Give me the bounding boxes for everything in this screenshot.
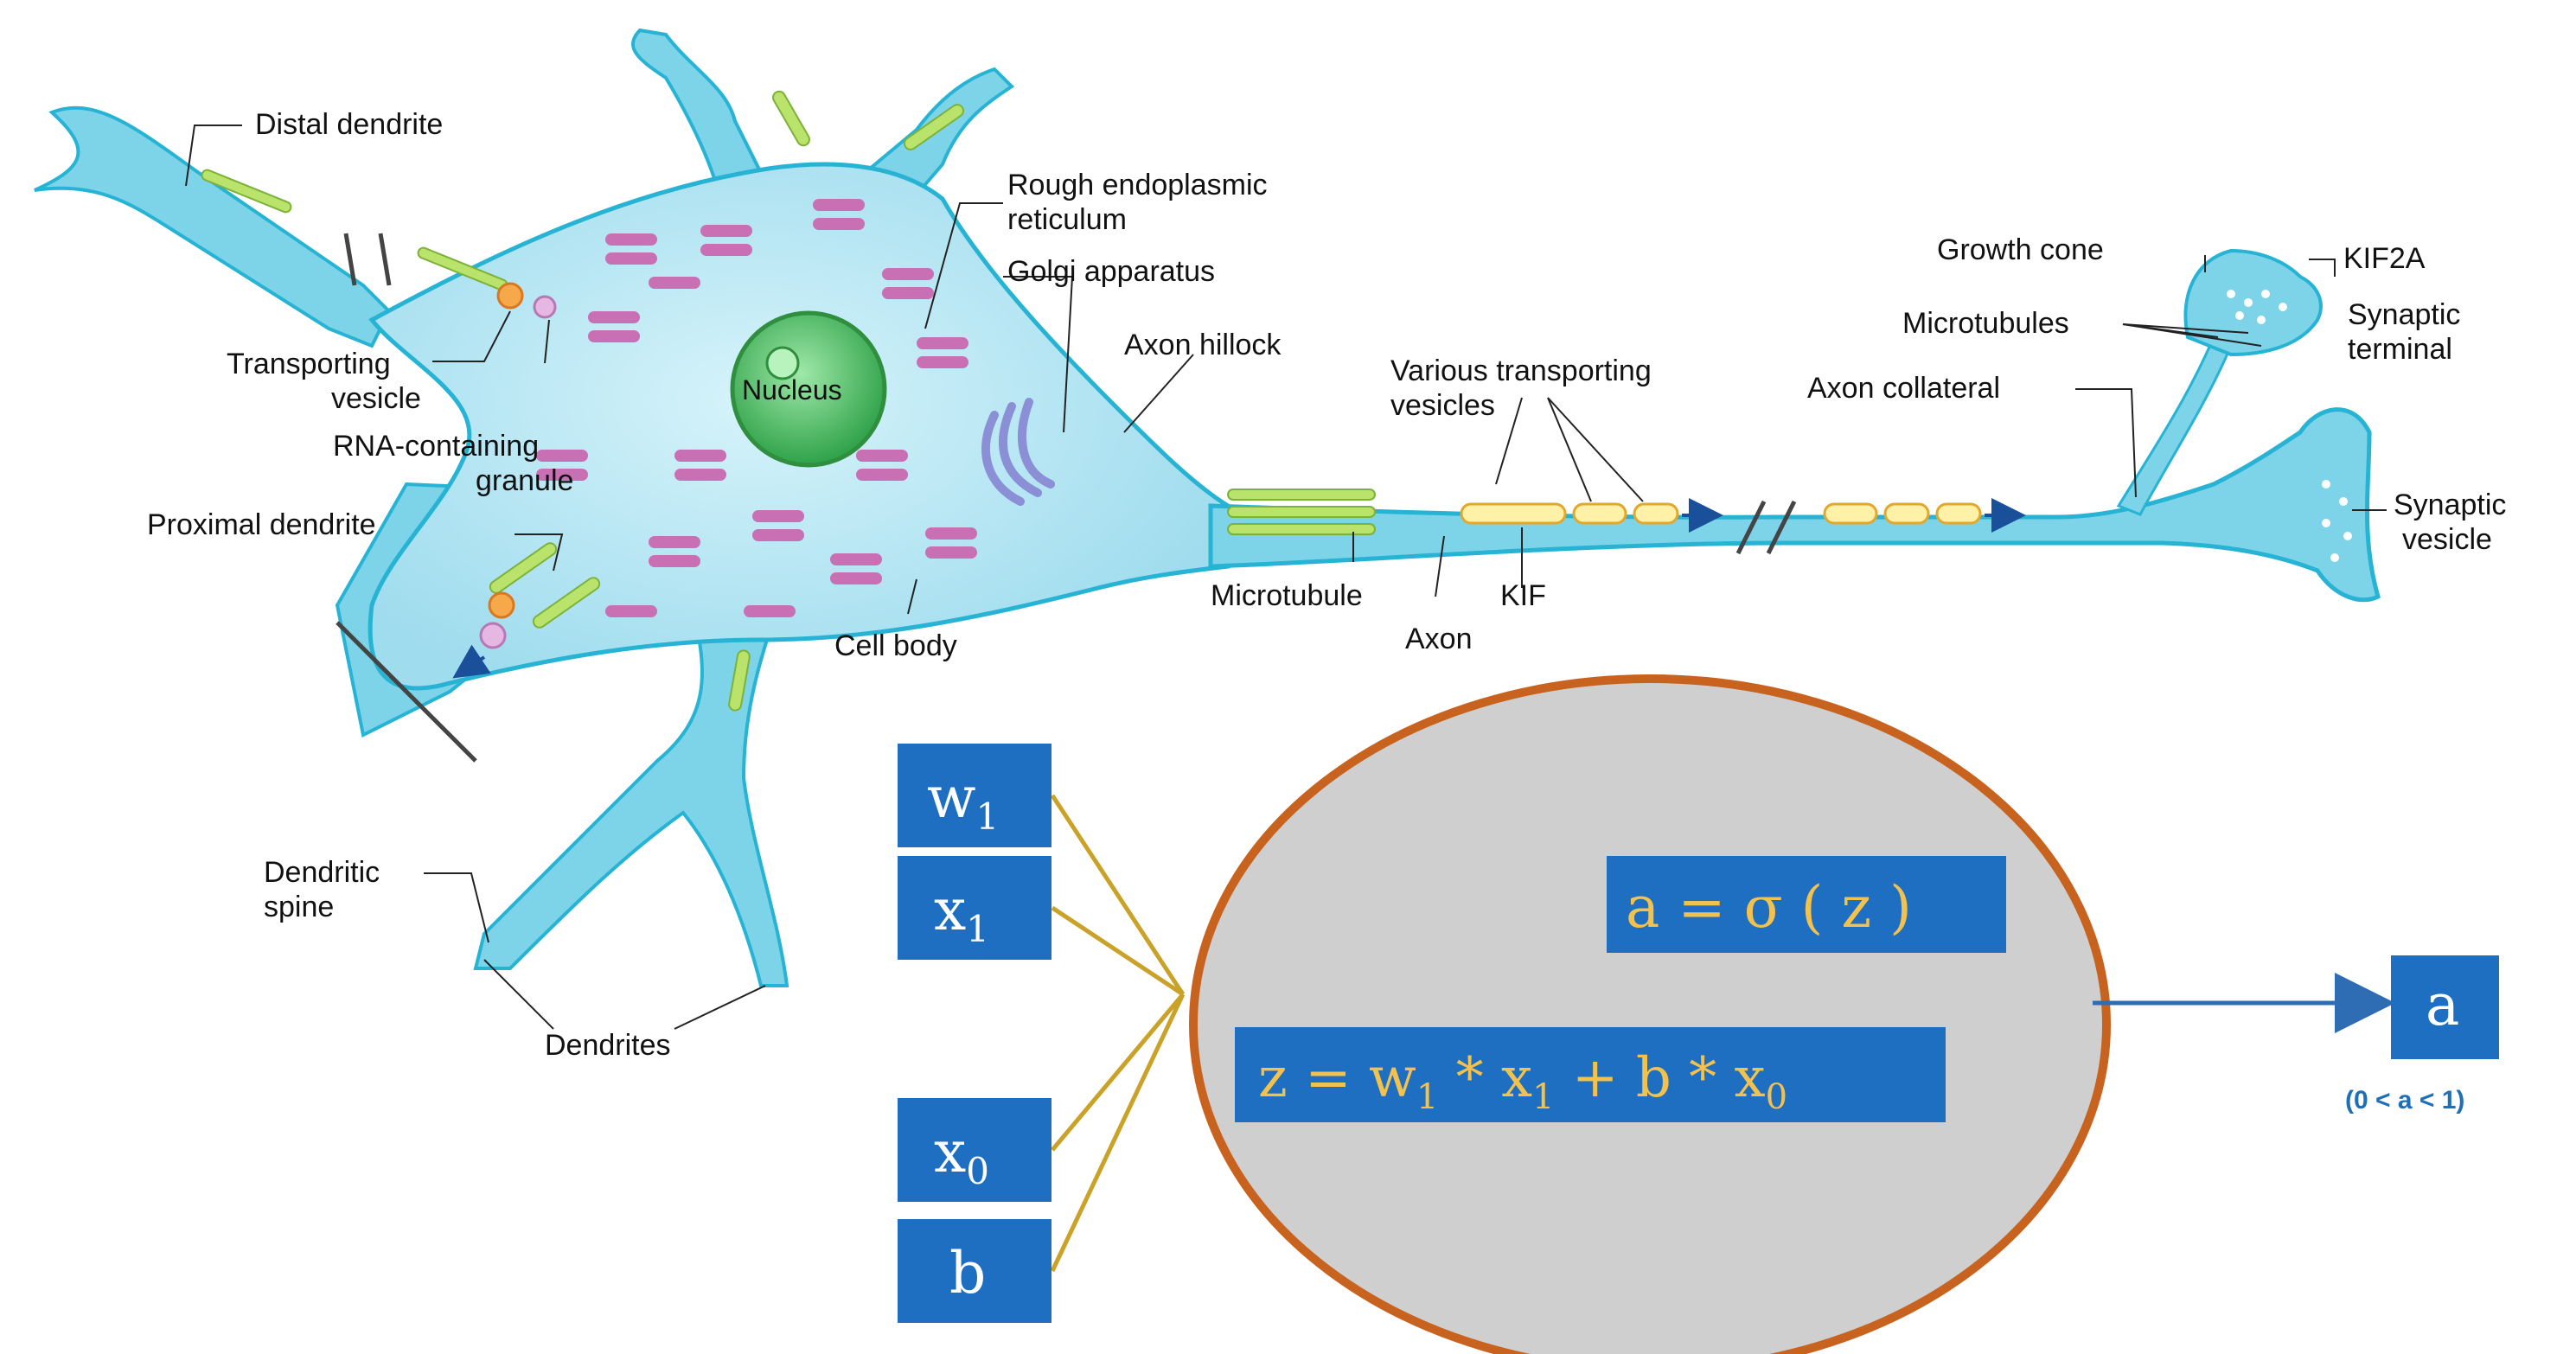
lower-dendrites-shape xyxy=(473,604,789,987)
label-axon-collateral: Axon collateral xyxy=(1807,372,2000,405)
label-axon-hillock: Axon hillock xyxy=(1124,329,1282,361)
microtubule-bundles xyxy=(201,90,1376,712)
activation-formula-box: a = σ ( z ) xyxy=(1607,856,2006,953)
input-b-box: b xyxy=(898,1219,1051,1323)
sum-formula-part3: + b * x xyxy=(1555,1046,1766,1110)
input-x0-sub: 0 xyxy=(966,1150,989,1192)
label-synaptic-terminal-2: terminal xyxy=(2348,333,2452,366)
label-axon: Axon xyxy=(1405,623,1473,655)
svg-text:w1: w1 xyxy=(927,764,999,838)
neuron-illustration: Distal dendrite Rough endoplasmic reticu… xyxy=(34,28,2506,1062)
input-w1-base: w xyxy=(927,764,976,831)
label-various-vesicles-1: Various transporting xyxy=(1390,354,1652,387)
output-label: a xyxy=(2426,972,2459,1038)
growth-cone-dots xyxy=(2227,290,2287,324)
label-kif: KIF xyxy=(1500,579,1546,612)
svg-text:z = w1 * x1 + b * x0: z = w1 * x1 + b * x0 xyxy=(1258,1046,1787,1117)
break-marks xyxy=(336,233,1797,763)
label-nucleus: Nucleus xyxy=(742,374,842,406)
label-synaptic-vesicle-2: vesicle xyxy=(2402,523,2492,556)
label-kif2a: KIF2A xyxy=(2343,242,2426,275)
label-synaptic-vesicle-1: Synaptic xyxy=(2394,489,2506,521)
leader-lines xyxy=(185,125,2387,1030)
svg-text:x1: x1 xyxy=(934,877,989,950)
transport-arrows xyxy=(452,498,2026,679)
input-x0-box: x0 xyxy=(898,1098,1051,1202)
input-w1-box: w1 xyxy=(898,744,1051,847)
sum-formula-part1: z = w xyxy=(1258,1046,1416,1110)
input-x0-base: x xyxy=(934,1119,966,1185)
label-proximal-dendrite: Proximal dendrite xyxy=(147,508,376,541)
label-transporting-vesicle-1: Transporting xyxy=(227,348,391,380)
perceptron-model: w1 x1 x0 b a = σ ( z ) z = w1 * x1 + b *… xyxy=(898,674,2499,1354)
label-rough-er-2: reticulum xyxy=(1007,203,1127,236)
neuron-node xyxy=(1189,674,2111,1354)
label-various-vesicles-2: vesicles xyxy=(1390,389,1495,422)
label-dendritic-spine-2: spine xyxy=(264,891,334,923)
input-x1-box: x1 xyxy=(898,856,1051,960)
input-x1-base: x xyxy=(934,877,966,943)
output-box: a xyxy=(2391,955,2499,1059)
rough-er-stacks xyxy=(536,199,977,617)
svg-text:x0: x0 xyxy=(934,1119,989,1192)
label-growth-cone: Growth cone xyxy=(1937,233,2104,266)
input-x1-sub: 1 xyxy=(966,908,989,950)
label-transporting-vesicle-2: vesicle xyxy=(331,382,421,415)
label-microtubules: Microtubules xyxy=(1902,307,2069,340)
input-b-label: b xyxy=(949,1240,986,1306)
sum-formula-part2: * x xyxy=(1438,1046,1532,1110)
label-cell-body: Cell body xyxy=(834,629,957,662)
label-microtubule: Microtubule xyxy=(1211,579,1363,612)
label-dendritic-spine-1: Dendritic xyxy=(264,856,380,889)
transport-vesicles xyxy=(479,282,1982,649)
sum-formula-sub3: 0 xyxy=(1766,1077,1787,1117)
sum-formula-box: z = w1 * x1 + b * x0 xyxy=(1235,1027,1946,1122)
growth-cone-shape xyxy=(2183,248,2323,357)
label-rough-er-1: Rough endoplasmic xyxy=(1007,169,1268,201)
sum-formula-sub2: 1 xyxy=(1532,1077,1554,1117)
distal-dendrite-shape xyxy=(34,105,392,348)
output-range: (0 < a < 1) xyxy=(2345,1086,2464,1114)
input-connectors xyxy=(1050,794,1186,1273)
synaptic-vesicle-dots xyxy=(2322,480,2352,562)
activation-formula: a = σ ( z ) xyxy=(1626,874,1912,941)
label-distal-dendrite: Distal dendrite xyxy=(255,108,443,141)
sum-formula-sub1: 1 xyxy=(1416,1077,1438,1117)
label-rna-granule-2: granule xyxy=(476,464,573,497)
input-w1-sub: 1 xyxy=(976,795,1000,838)
label-synaptic-terminal-1: Synaptic xyxy=(2348,298,2460,331)
label-rna-granule-1: RNA-containing xyxy=(333,430,539,463)
label-dendrites: Dendrites xyxy=(545,1029,671,1062)
golgi-shape xyxy=(981,398,1055,506)
nucleus-shape xyxy=(730,310,887,468)
label-golgi: Golgi apparatus xyxy=(1007,255,1215,288)
nucleolus-shape xyxy=(765,346,800,380)
